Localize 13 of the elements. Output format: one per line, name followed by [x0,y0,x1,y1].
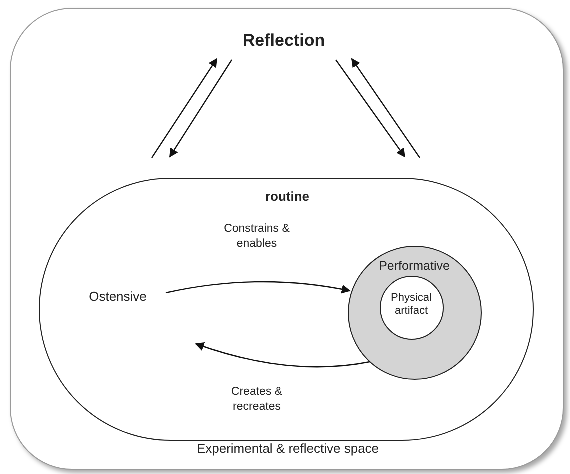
node-label: Reflection [242,31,326,51]
circle-label: Performative [378,259,451,274]
stadium-heading: routine [264,189,311,205]
arrow [336,60,406,158]
circle-label: Physical artifact [390,292,433,318]
arrow [166,281,351,294]
space-frame [10,8,564,470]
space-label: Experimental & reflective space [196,441,380,457]
arrow [352,58,420,158]
node-label: Ostensive [89,288,147,304]
arrow [170,60,232,158]
arrow [152,58,218,158]
arrow [195,342,370,368]
